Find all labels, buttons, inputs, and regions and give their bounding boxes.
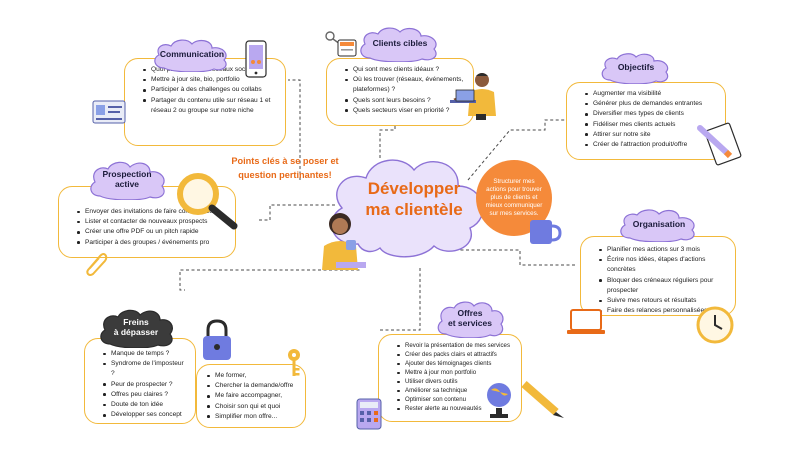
solution-item: Me former, [207, 371, 297, 381]
prospection-title: Prospection active [102, 169, 152, 189]
offres-item: Créer des packs clairs et attractifs [397, 350, 513, 359]
magnifier-icon [174, 170, 242, 232]
solution-item: Me faire accompagner, [207, 391, 297, 401]
offres-item: Utiliser divers outils [397, 377, 513, 386]
mug-icon [528, 216, 562, 246]
freins-item: Manque de temps ? [103, 349, 187, 359]
organisation-item: Bloquer des créneaux réguliers pour pros… [599, 276, 727, 296]
communication-item: Partager du contenu utile sur réseau 1 e… [143, 96, 277, 116]
communication-item: Participer à des challenges ou collabs [143, 85, 277, 95]
offres-item: Revoir la présentation de mes services [397, 341, 513, 350]
central-cloud [318, 148, 498, 264]
freins-item: Peur de prospecter ? [103, 380, 187, 390]
offres-item: Rester alerte au nouveautés [397, 404, 513, 413]
clipboard-pencil-icon [696, 118, 744, 166]
woman-with-mug-icon [316, 212, 372, 272]
link-organisation [455, 249, 575, 266]
freins-cloud: Freins à dépasser [96, 308, 176, 348]
prospection-cloud: Prospection active [86, 160, 168, 200]
communication-cloud: Communication [150, 38, 234, 72]
freins-item: Doute de ton idée [103, 400, 187, 410]
offres-item: Optimiser son contenu [397, 395, 513, 404]
solution-item: Simplifier mon offre... [207, 412, 297, 422]
central-title-line1: Développer [367, 179, 461, 198]
id-card-icon [92, 100, 126, 124]
freins-solutions-box: Me former, Chercher la demande/offre Me … [196, 364, 306, 428]
central-cloud-shape [331, 159, 484, 258]
calculator-icon [356, 398, 382, 430]
prospection-item: Créer une offre PDF ou un pitch rapide [77, 227, 227, 237]
key-icon [284, 348, 304, 378]
clients-cloud: Clients cibles [356, 26, 444, 62]
pencil-icon [520, 380, 566, 420]
solution-item: Choisir son qui et quoi [207, 402, 297, 412]
prospection-item: Envoyer des invitations de faire comme n… [77, 207, 227, 217]
objectifs-item: Générer plus de demandes entrantes [585, 99, 717, 109]
organisation-item: Suivre mes retours et résultats [599, 296, 727, 306]
freins-item: Syndrome de l'imposteur ? [103, 359, 187, 379]
link-communication [288, 79, 301, 180]
offres-box: Revoir la présentation de mes services C… [378, 334, 522, 422]
offres-cloud: Offres et services [434, 300, 506, 338]
laptop-icon [566, 308, 606, 336]
clients-title: Clients cibles [372, 38, 428, 49]
offres-item: Ajouter des témoignages clients [397, 359, 513, 368]
clients-item: Qui sont mes clients idéaux ? [345, 65, 465, 75]
tagline-line2: question pertinantes! [238, 169, 332, 180]
link-clients [379, 126, 396, 158]
objectifs-cloud: Objectifs [598, 52, 674, 84]
globe-icon [482, 380, 516, 420]
objectifs-item: Créer de l'attraction produit/offre [585, 140, 717, 150]
prospection-item: Lister et contacter de nouveaux prospect… [77, 217, 227, 227]
paperclip-icon [82, 250, 108, 276]
tagline: Points clés à se poser et question perti… [205, 155, 365, 183]
offres-item: Mettre à jour mon portfolio [397, 368, 513, 377]
central-title: Développer ma clientèle [350, 178, 478, 221]
offres-title: Offres et services [448, 308, 492, 328]
clients-item: Où les trouver (réseaux, événements, pla… [345, 75, 465, 95]
objectifs-item: Diversifier mes types de clients [585, 109, 717, 119]
phone-icon [245, 40, 267, 78]
id-badge-icon [324, 30, 358, 58]
man-with-laptop-icon [448, 70, 508, 120]
link-offres [378, 268, 421, 331]
communication-item: Mettre à jour site, bio, portfolio [143, 75, 277, 85]
objectifs-title: Objectifs [617, 62, 655, 73]
clients-item: Quels sont leurs besoins ? [345, 96, 465, 106]
clock-icon [696, 306, 734, 344]
organisation-box: Planifier mes actions sur 3 mois Écrire … [580, 236, 736, 316]
objectifs-box: Augmenter ma visibilité Générer plus de … [566, 82, 726, 160]
tagline-line1: Points clés à se poser et [231, 156, 339, 166]
central-title-line2: ma clientèle [365, 200, 463, 220]
clients-box: Qui sont mes clients idéaux ? Où les tro… [326, 58, 474, 126]
link-prospection [258, 204, 335, 221]
objectifs-item: Attirer sur notre site [585, 130, 717, 140]
communication-title: Communication [159, 49, 225, 60]
offres-item: Améliorer sa technique [397, 386, 513, 395]
freins-box: Manque de temps ? Syndrome de l'imposteu… [84, 338, 196, 424]
objectifs-item: Fidéliser mes clients actuels [585, 120, 717, 130]
organisation-title: Organisation [632, 219, 686, 230]
freins-title: Freins à dépasser [113, 317, 159, 337]
freins-item: Offres peu claires ? [103, 390, 187, 400]
organisation-item: Écrire nos idées, étapes d'actions concr… [599, 255, 727, 275]
solution-item: Chercher la demande/offre [207, 381, 297, 391]
padlock-icon [200, 318, 234, 362]
prospection-item: Participer à des groupes / événements pr… [77, 238, 227, 248]
organisation-item: Planifier mes actions sur 3 mois [599, 245, 727, 255]
clients-item: Quels secteurs viser en priorité ? [345, 106, 465, 116]
link-objectifs [467, 119, 565, 181]
objectifs-item: Augmenter ma visibilité [585, 89, 717, 99]
freins-item: Développer ses concept [103, 410, 187, 420]
highlight-text: Structurer mes actions pour trouver plus… [485, 177, 543, 218]
organisation-cloud: Organisation [616, 208, 702, 242]
